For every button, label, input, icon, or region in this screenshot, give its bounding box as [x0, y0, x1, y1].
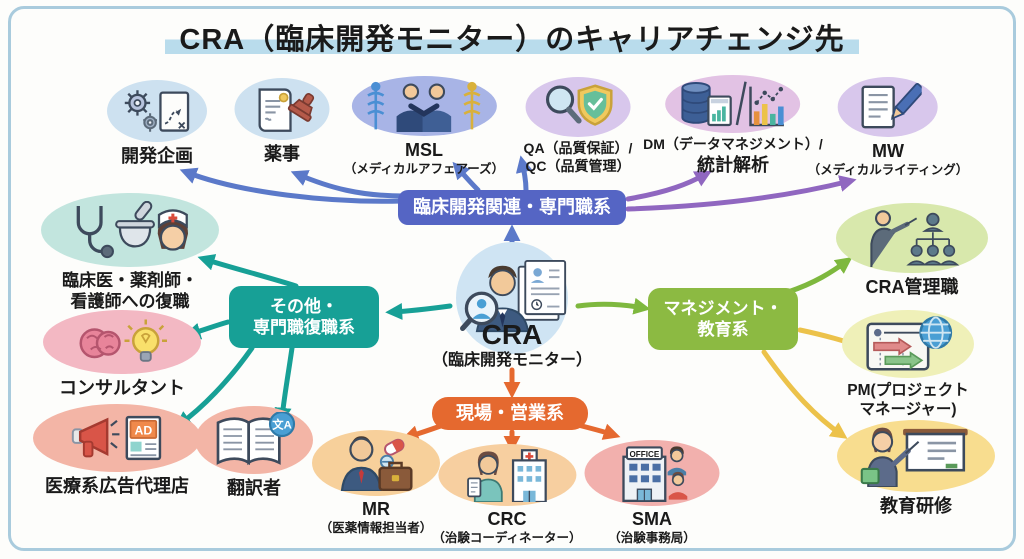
qa-qc-line1: QA（品質保証）/ [523, 140, 633, 156]
office-text: OFFICE [629, 450, 659, 459]
page-title: CRA（臨床開発モニター）のキャリアチェンジ先 [0, 16, 1024, 58]
category-management-line2: 教育系 [697, 320, 749, 339]
mw-label: MW [872, 141, 904, 161]
caduceus-handshake-icon [367, 81, 481, 132]
category-other-return-line1: その他・ [270, 296, 338, 316]
node-ad-agency: AD 医療系広告代理店 [33, 404, 201, 498]
sma-ellipse: OFFICE [584, 440, 720, 506]
sma-label: SMA [632, 509, 672, 529]
salesman-pill-briefcase-icon [340, 436, 413, 491]
qa-qc-line2: QC（品質管理） [525, 157, 631, 174]
node-crc: CRC （治験コーディネーター） [432, 444, 582, 546]
pharma-affairs-label: 薬事 [264, 144, 300, 164]
dm-stats-line2: 統計解析 [696, 154, 769, 175]
clinical-return-line2: 看護師への復職 [70, 292, 190, 312]
mw-ellipse [837, 77, 938, 137]
node-sma: OFFICE SMA （治験事務局） [584, 440, 720, 546]
dev-planning-label: 開発企画 [121, 146, 193, 166]
node-pm: PM(プロジェクト マネージャー) [842, 310, 974, 420]
cra-circle [455, 242, 568, 354]
crc-sublabel: （治験コーディネーター） [432, 530, 582, 545]
cra-manager-ellipse [836, 203, 988, 273]
dev-planning-ellipse [107, 80, 207, 142]
translate-text: 文A [272, 418, 292, 432]
gears-plan-icon [124, 90, 190, 132]
dm-stats-line1: DM（データマネジメント）/ [643, 136, 823, 152]
mr-label: MR [362, 499, 390, 519]
clinical-return-line1: 臨床医・薬剤師・ [62, 271, 198, 290]
mr-ellipse [312, 430, 440, 496]
msl-ellipse [351, 76, 497, 136]
database-chart-icon [681, 81, 784, 127]
node-mw: MW （メディカルライティング） [807, 77, 969, 178]
qa-qc-ellipse [525, 77, 631, 137]
manager-orgchart-icon [870, 210, 960, 267]
stethoscope-mortar-nurse-icon [76, 201, 188, 259]
book-translate-icon: 文A [216, 412, 296, 466]
brain-lightbulb-icon [79, 319, 167, 362]
node-dm-stats: DM（データマネジメント）/ 統計解析 [643, 75, 823, 176]
node-translator: 文A 翻訳者 [195, 406, 313, 500]
cra-sublabel: （臨床開発モニター） [431, 351, 593, 369]
pm-ellipse [842, 310, 974, 378]
consultant-ellipse [43, 310, 201, 374]
category-clinical-dev: 臨床開発関連・専門職系 [398, 190, 626, 225]
coordinator-hospital-icon [466, 449, 547, 502]
node-clinical-return: 臨床医・薬剤師・ 看護師への復職 [41, 193, 219, 313]
gantt-globe-icon [866, 316, 953, 371]
crc-label: CRC [487, 509, 527, 529]
node-msl: MSL （メディカルアフェアーズ） [344, 76, 504, 177]
node-pharma-affairs: 薬事 [234, 78, 330, 166]
node-qa-qc: QA（品質保証）/ QC（品質管理） [523, 77, 633, 175]
node-mr: MR （医薬情報担当者） [312, 430, 440, 536]
cra-label: CRA [481, 319, 543, 350]
node-training: 教育研修 [837, 420, 995, 518]
category-other-return: その他・ 専門職復職系 [229, 286, 379, 348]
mr-sublabel: （医薬情報担当者） [319, 520, 433, 535]
pm-line2: マネージャー) [859, 401, 957, 419]
magnifier-shield-icon [546, 84, 613, 126]
node-cra-center: CRA （臨床開発モニター） [432, 242, 592, 371]
mw-sublabel: （メディカルライティング） [807, 162, 969, 177]
training-ellipse [837, 420, 995, 492]
consultant-label: コンサルタント [59, 378, 185, 398]
msl-label: MSL [404, 140, 443, 160]
teacher-whiteboard-icon [860, 427, 968, 487]
clinical-return-ellipse [41, 193, 219, 267]
node-cra-manager: CRA管理職 [836, 203, 988, 299]
office-building-icon: OFFICE [621, 446, 687, 502]
category-clinical-dev-label: 臨床開発関連・専門職系 [413, 197, 611, 218]
ad-text: AD [135, 423, 153, 437]
document-pencil-icon [861, 83, 922, 129]
ad-agency-ellipse: AD [33, 404, 201, 472]
category-other-return-line2: 専門職復職系 [253, 318, 355, 337]
translator-label: 翻訳者 [227, 478, 281, 498]
cra-monitor-icon [460, 260, 567, 333]
msl-sublabel: （メディカルアフェアーズ） [343, 161, 505, 176]
dm-stats-ellipse [665, 75, 801, 133]
category-management: マネジメント・ 教育系 [648, 288, 798, 350]
ad-agency-label: 医療系広告代理店 [45, 476, 189, 496]
category-field-sales-label: 現場・営業系 [456, 403, 564, 424]
category-field-sales: 現場・営業系 [432, 397, 588, 430]
document-stamp-icon [258, 88, 314, 132]
pm-line1: PM(プロジェクト [847, 382, 969, 399]
sma-sublabel: （治験事務局） [608, 530, 696, 545]
pharma-affairs-ellipse [234, 78, 330, 140]
training-label: 教育研修 [880, 496, 952, 516]
cra-manager-label: CRA管理職 [865, 277, 959, 297]
crc-ellipse [437, 444, 576, 506]
translator-ellipse: 文A [195, 406, 313, 474]
category-management-line1: マネジメント・ [663, 298, 783, 318]
node-dev-planning: 開発企画 [107, 80, 207, 168]
node-consultant: コンサルタント [43, 310, 201, 400]
megaphone-ad-icon: AD [71, 415, 162, 461]
